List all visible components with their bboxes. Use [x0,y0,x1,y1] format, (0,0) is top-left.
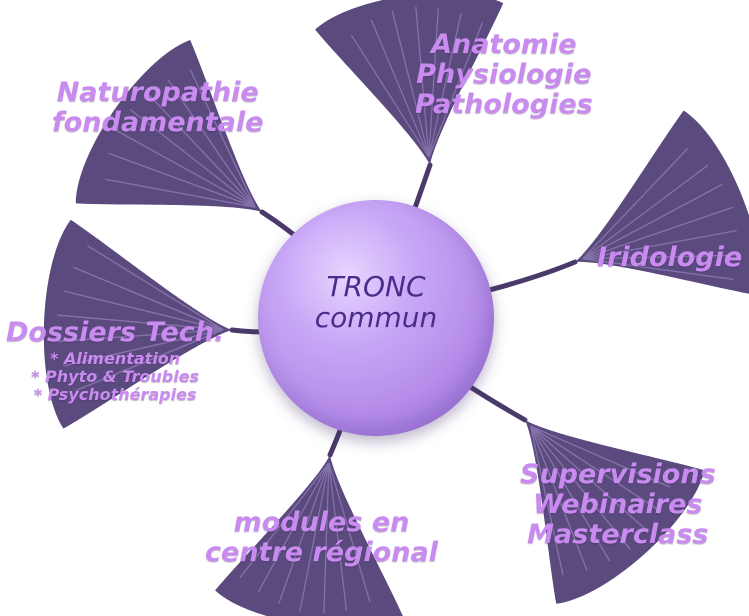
label-supervisions: Supervisions Webinaires Masterclass [520,459,716,551]
label-modules: modules en centre régional [205,507,438,569]
label-iridologie: Iridologie [597,242,743,273]
naturopathie-line-1: Naturopathie [56,77,259,108]
modules-line-2: centre régional [205,537,438,569]
dossiers-item-2: * Phyto & Troubles [31,367,200,387]
naturopathie-line-2: fondamentale [52,107,264,139]
dossiers-item-3: * Psychothérapies [33,385,197,405]
anatomie-line-2: Physiologie [416,59,592,91]
center-line-1: TRONC [326,270,426,303]
center-line-2: commun [314,300,438,334]
center-circle [258,200,494,436]
iridologie-line-1: Iridologie [597,242,743,273]
center-label: TRONC commun [258,270,494,334]
dossiers-title: Dossiers Tech. [6,317,225,348]
modules-line-1: modules en [233,507,410,538]
anatomie-line-3: Pathologies [415,89,593,121]
supervisions-line-3: Masterclass [527,519,709,551]
leaf-iridologie [537,102,749,355]
label-anatomie: Anatomie Physiologie Pathologies [415,29,593,121]
dossiers-item-1: * Alimentation [50,349,181,369]
anatomie-line-1: Anatomie [431,29,577,60]
label-naturopathie: Naturopathie fondamentale [52,77,264,139]
supervisions-line-2: Webinaires [533,489,703,521]
label-dossiers: Dossiers Tech. * Alimentation * Phyto & … [6,317,225,405]
supervisions-line-1: Supervisions [520,459,716,490]
